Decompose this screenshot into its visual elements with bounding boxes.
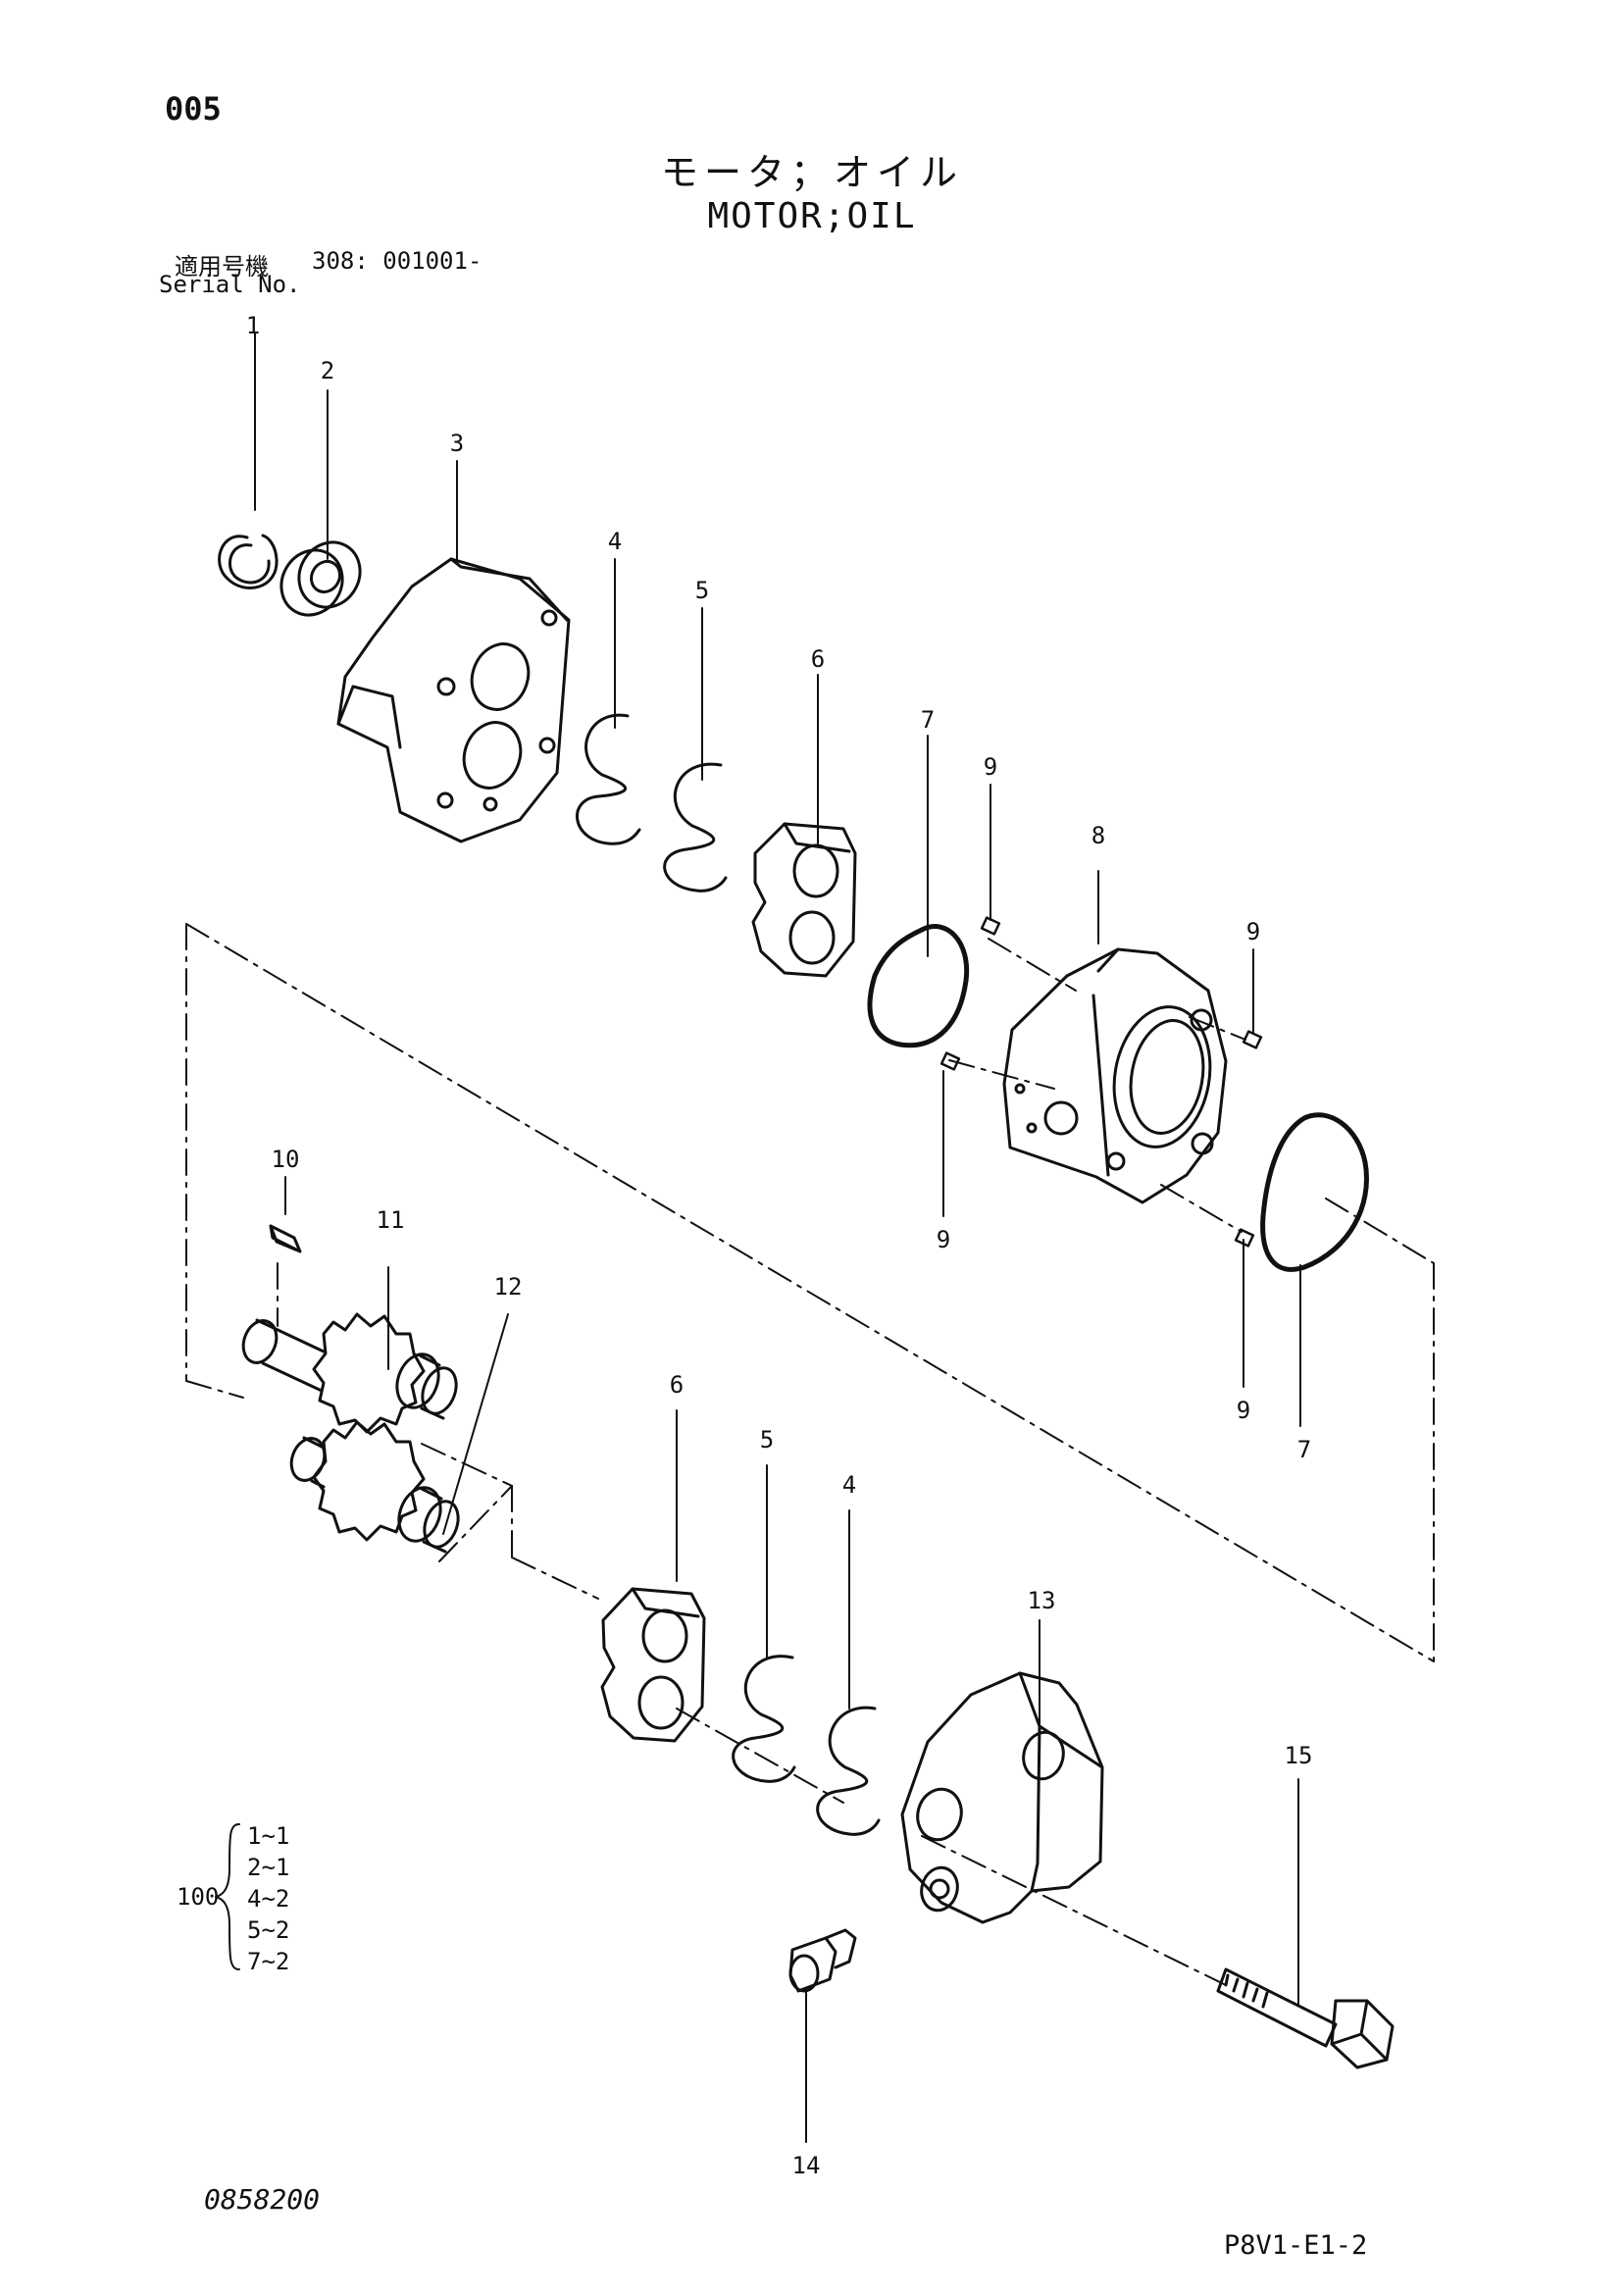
- part-1-snap-ring: [218, 534, 279, 589]
- page-code: 005: [165, 90, 222, 128]
- leader-lines: [254, 332, 1301, 2143]
- kit-item: 7~2: [247, 1948, 289, 1975]
- serial-value: 308: 001001-: [312, 247, 482, 275]
- callout-6-upper: 6: [811, 645, 825, 673]
- callout-4-lower: 4: [842, 1471, 856, 1499]
- part-6-bushing-upper: [751, 822, 857, 978]
- callout-9-c: 9: [937, 1226, 950, 1253]
- callout-15: 15: [1285, 1742, 1313, 1769]
- drawing-number: 0858200: [204, 2183, 321, 2216]
- part-15-bolt: [1216, 1967, 1395, 2069]
- part-5-spring-lower: [732, 1655, 796, 1783]
- part-3-front-cover: [336, 557, 571, 843]
- part-10-key: [269, 1224, 302, 1253]
- part-11-drive-gear-shaft: [241, 1312, 458, 1434]
- serial-label-japanese: 適用号機: [175, 253, 269, 281]
- callout-14: 14: [792, 2152, 821, 2179]
- callout-7-upper: 7: [921, 706, 935, 734]
- part-14-plug: [788, 1928, 857, 1993]
- part-9-pins: [939, 916, 1263, 1248]
- kit-item: 4~2: [247, 1885, 289, 1913]
- part-13-rear-cover: [900, 1671, 1104, 1924]
- title-english: MOTOR;OIL: [707, 196, 917, 236]
- kit-number: 100: [177, 1883, 219, 1911]
- part-5-spring-upper: [663, 762, 728, 893]
- part-4-spring-lower: [816, 1706, 881, 1836]
- callout-6-lower: 6: [670, 1371, 684, 1399]
- callout-7-lower: 7: [1297, 1436, 1311, 1463]
- callout-4-upper: 4: [608, 528, 622, 555]
- callout-5-lower: 5: [760, 1426, 774, 1454]
- part-4-spring-upper: [576, 713, 641, 845]
- kit-item: 2~1: [247, 1854, 289, 1881]
- callout-1: 1: [246, 312, 260, 339]
- callout-3: 3: [450, 430, 464, 457]
- callout-13: 13: [1028, 1587, 1056, 1614]
- part-8-gear-housing: [1002, 947, 1228, 1204]
- callout-12: 12: [494, 1273, 523, 1301]
- part-6-bushing-lower: [600, 1587, 706, 1743]
- kit-list: 100 1~1 2~1 4~2 5~2 7~2: [177, 1822, 289, 1975]
- serial-label-english: Serial No.: [159, 271, 301, 298]
- assembly-centerlines: [185, 923, 1435, 1986]
- callout-9-b: 9: [1246, 918, 1260, 945]
- part-2-oil-seal: [279, 540, 362, 617]
- callout-5-upper: 5: [695, 577, 709, 604]
- callout-2: 2: [321, 357, 334, 384]
- callout-9-d: 9: [1237, 1397, 1250, 1424]
- callout-9-a: 9: [984, 753, 997, 781]
- sheet-reference: P8V1-E1-2: [1224, 2230, 1368, 2261]
- callout-11: 11: [377, 1206, 405, 1234]
- kit-item: 1~1: [247, 1822, 289, 1850]
- callout-labels: 1 2 3 4 5 6 7 9 8 9 9 9 7 10 11 12 6 5 4…: [246, 312, 1313, 2179]
- kit-item: 5~2: [247, 1916, 289, 1944]
- part-7-oring-lower: [1260, 1112, 1369, 1272]
- callout-10: 10: [272, 1146, 300, 1173]
- callout-8: 8: [1091, 822, 1105, 849]
- kit-brace: [215, 1823, 240, 1970]
- title-japanese: モータ；オイル: [660, 151, 963, 194]
- part-7-oring-upper: [867, 924, 970, 1048]
- part-12-driven-gear: [289, 1420, 460, 1554]
